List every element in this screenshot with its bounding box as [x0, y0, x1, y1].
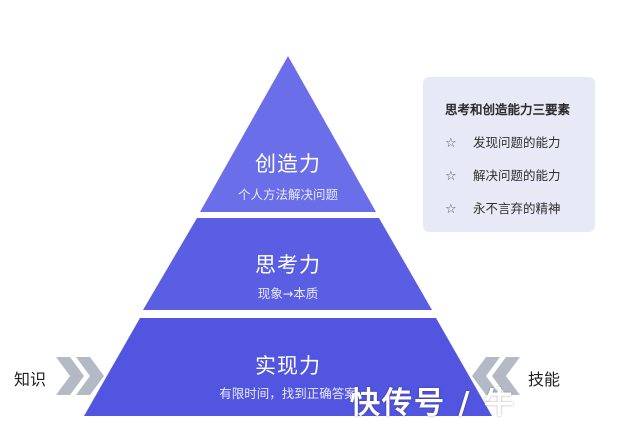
tier-subtitle-thinking: 现象→本质	[257, 286, 319, 301]
pyramid-tier-bottom	[84, 318, 492, 416]
card-item-text: 永不言弃的精神	[473, 201, 561, 216]
side-label-knowledge: 知识	[14, 370, 47, 389]
card-item: ☆ 永不言弃的精神	[445, 198, 561, 217]
tier-title-execution: 实现力	[255, 354, 321, 378]
pyramid-tier-middle	[143, 218, 432, 310]
card-title: 思考和创造能力三要素	[445, 102, 571, 117]
side-label-skill: 技能	[528, 370, 561, 389]
star-outline-icon: ☆	[445, 169, 457, 184]
card-item-text: 解决问题的能力	[473, 168, 561, 183]
star-outline-icon: ☆	[445, 136, 457, 151]
tier-title-creativity: 创造力	[255, 152, 321, 176]
card-item-text: 发现问题的能力	[473, 135, 561, 150]
tier-subtitle-creativity: 个人方法解决问题	[237, 187, 339, 202]
card-item: ☆ 解决问题的能力	[445, 165, 561, 184]
elements-card: 思考和创造能力三要素 ☆ 发现问题的能力 ☆ 解决问题的能力 ☆ 永不言弃的精神	[423, 77, 595, 232]
card-item: ☆ 发现问题的能力	[445, 132, 561, 151]
tier-title-thinking: 思考力	[255, 253, 321, 277]
tier-subtitle-execution: 有限时间，找到正确答案	[219, 386, 357, 401]
left-arrows-icon	[56, 357, 104, 395]
right-arrows-icon	[472, 357, 520, 395]
pyramid-tier-top	[200, 56, 376, 212]
star-outline-icon: ☆	[445, 202, 457, 217]
watermark-text: 快传号 / 牛	[350, 386, 516, 421]
